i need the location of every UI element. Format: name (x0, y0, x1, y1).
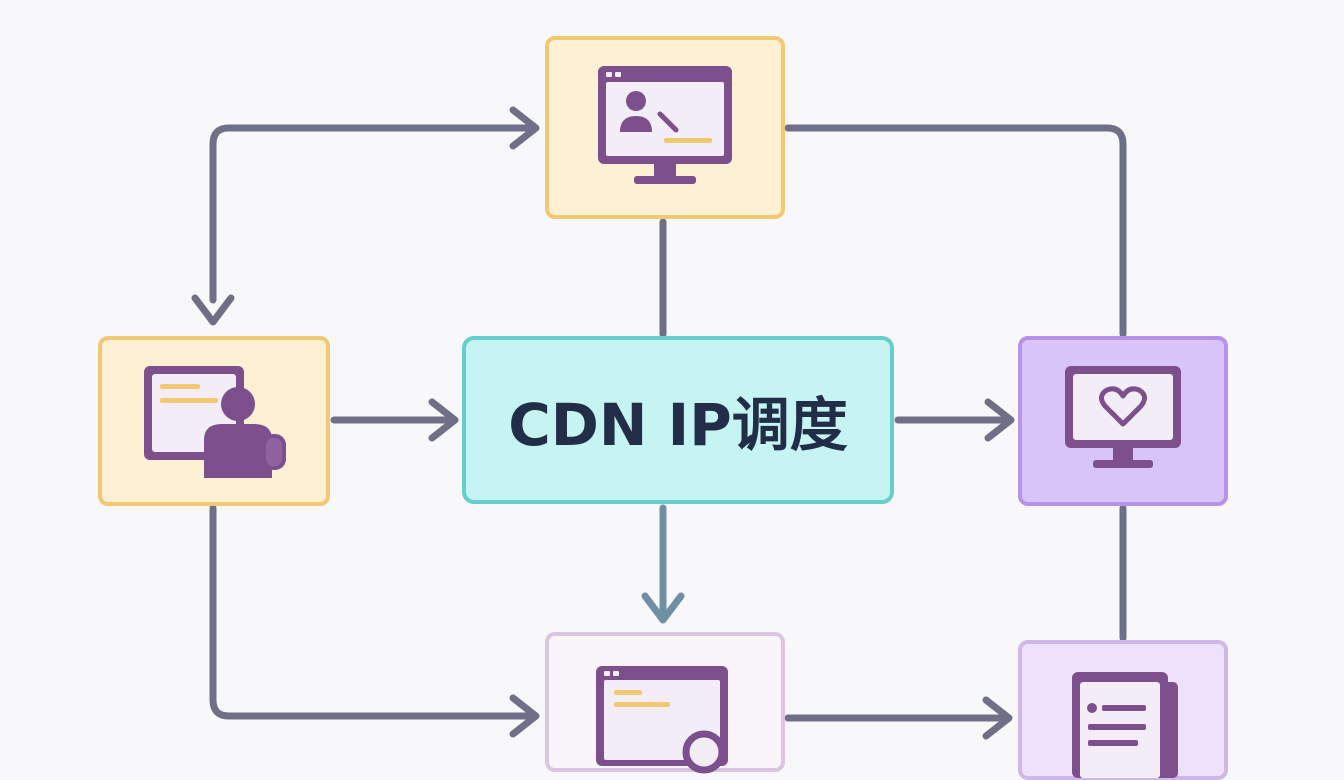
monitor-user-icon (598, 65, 732, 184)
monitor-search-icon (596, 666, 728, 774)
presenter-icon (144, 366, 286, 478)
arrowhead-into-bottom (641, 592, 685, 624)
edge-top-to-right (784, 124, 1127, 338)
node-left (98, 336, 330, 506)
node-center: CDN IP调度 (462, 336, 894, 504)
document-icon (1072, 672, 1178, 778)
arrowhead-into-right (984, 398, 1015, 442)
edges-layer (191, 106, 1127, 740)
node-bottom-right (1018, 640, 1228, 780)
node-top (545, 36, 785, 219)
arrowhead-into-bottom-right (982, 696, 1013, 740)
center-label: CDN IP调度 (508, 391, 848, 459)
arrowhead-into-center (428, 398, 459, 442)
arrowhead-into-top (509, 106, 540, 150)
arrowhead-into-left (191, 294, 235, 326)
arrowhead-into-bottom-left (509, 694, 540, 738)
diagram-canvas: CDN IP调度 (98, 36, 1228, 780)
node-bottom (545, 632, 785, 774)
edge-left-to-bottom (209, 504, 537, 720)
monitor-heart-icon (1065, 366, 1181, 468)
edge-left-to-top (209, 124, 537, 304)
node-right (1018, 336, 1228, 506)
